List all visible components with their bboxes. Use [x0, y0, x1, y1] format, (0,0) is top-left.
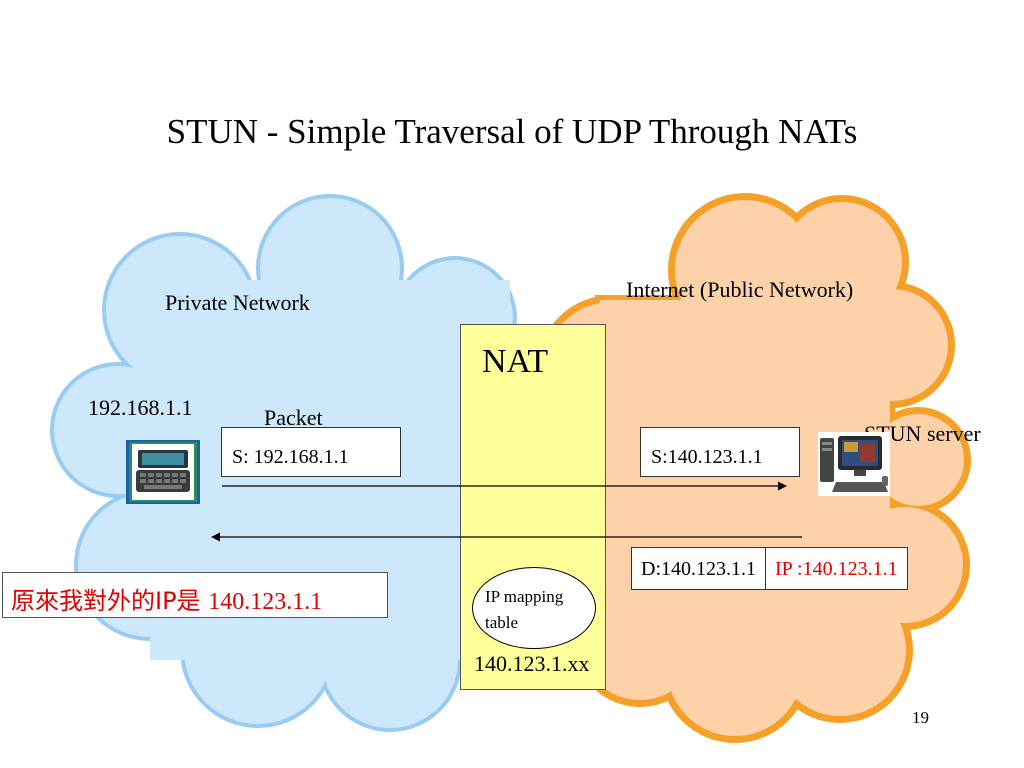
external-ip-note-prefix: 原來我對外的IP是: [11, 587, 201, 615]
ip-mapping-table: IP mapping table: [472, 567, 596, 649]
reply-mapped-ip-field: IP :140.123.1.1: [765, 548, 907, 589]
translated-source-field: S:140.123.1.1: [640, 427, 800, 477]
ip-mapping-table-line1: IP mapping: [485, 587, 564, 606]
nat-label: NAT: [482, 343, 549, 380]
stun-reply-packet: D:140.123.1.1 IP :140.123.1.1: [631, 547, 908, 590]
external-ip-note: 原來我對外的IP是 140.123.1.1: [2, 572, 388, 618]
packet-source-field: S: 192.168.1.1: [221, 427, 401, 477]
desktop-computer-icon: [818, 432, 890, 496]
reply-destination-field: D:140.123.1.1: [641, 558, 756, 580]
packet-label: Packet: [264, 405, 323, 430]
handheld-pc-icon: [126, 440, 200, 504]
external-ip-note-ip: 140.123.1.1: [208, 589, 323, 615]
slide-title: STUN - Simple Traversal of UDP Through N…: [166, 112, 858, 151]
page-number: 19: [912, 708, 929, 727]
client-ip-label: 192.168.1.1: [88, 395, 193, 420]
internet-label: Internet (Public Network): [626, 277, 854, 302]
ip-mapping-table-line2: table: [485, 613, 519, 632]
private-network-label: Private Network: [165, 290, 310, 315]
nat-public-ip: 140.123.1.xx: [474, 651, 590, 676]
